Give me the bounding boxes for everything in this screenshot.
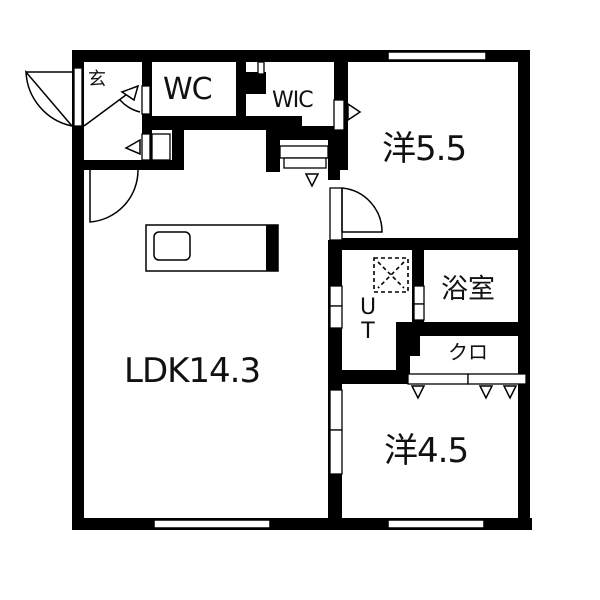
room-label-bathroom: 浴室 (441, 274, 495, 305)
arrow-markers (120, 84, 518, 400)
room-label-ldk: LDK14.3 (124, 351, 261, 391)
washing-machine-space-icon (373, 257, 409, 293)
sink-icon (153, 231, 191, 261)
room-label-walk-in-closet: WIC (272, 88, 314, 113)
kitchen-counter (145, 224, 279, 272)
room-label-western-room-1: 洋5.5 (382, 129, 467, 169)
windows (153, 51, 487, 529)
room-label-closet: クロ (448, 340, 488, 364)
room-label-entrance: 玄 (88, 69, 106, 90)
room-label-toilet: WC (163, 72, 213, 107)
room-label-western-room-2: 洋4.5 (384, 431, 469, 471)
room-label-utility: U T (359, 295, 377, 344)
door-panels (73, 61, 527, 475)
